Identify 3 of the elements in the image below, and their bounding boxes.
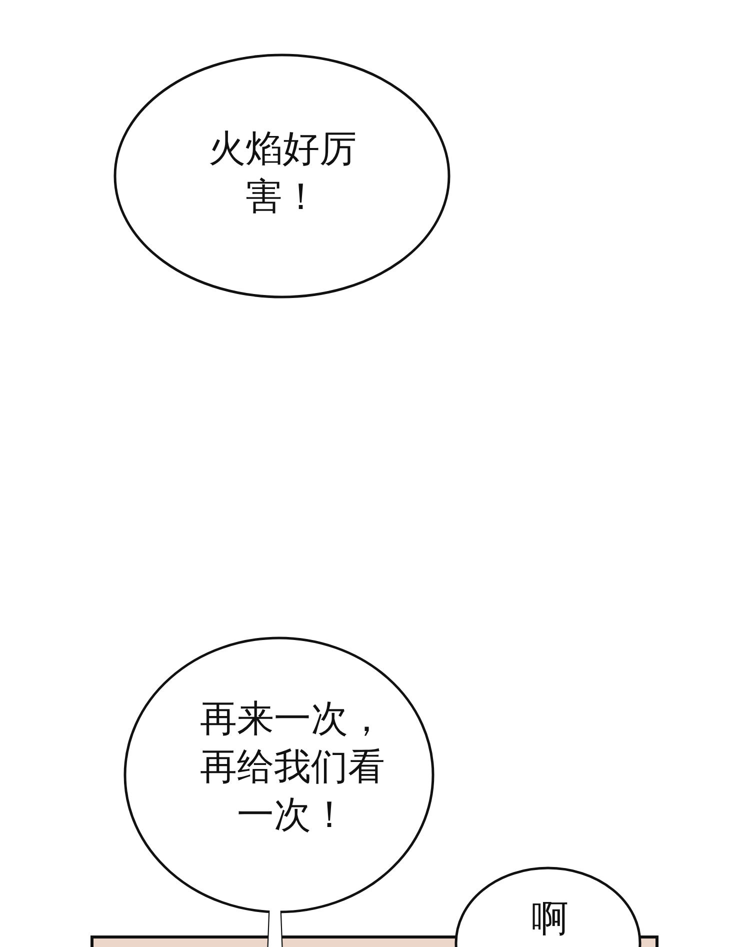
- speech-text: 再来一次，再给我们看一次！: [199, 696, 386, 838]
- speech-text: 啊: [530, 896, 570, 942]
- speech-text: 火焰好厉害！: [208, 126, 358, 220]
